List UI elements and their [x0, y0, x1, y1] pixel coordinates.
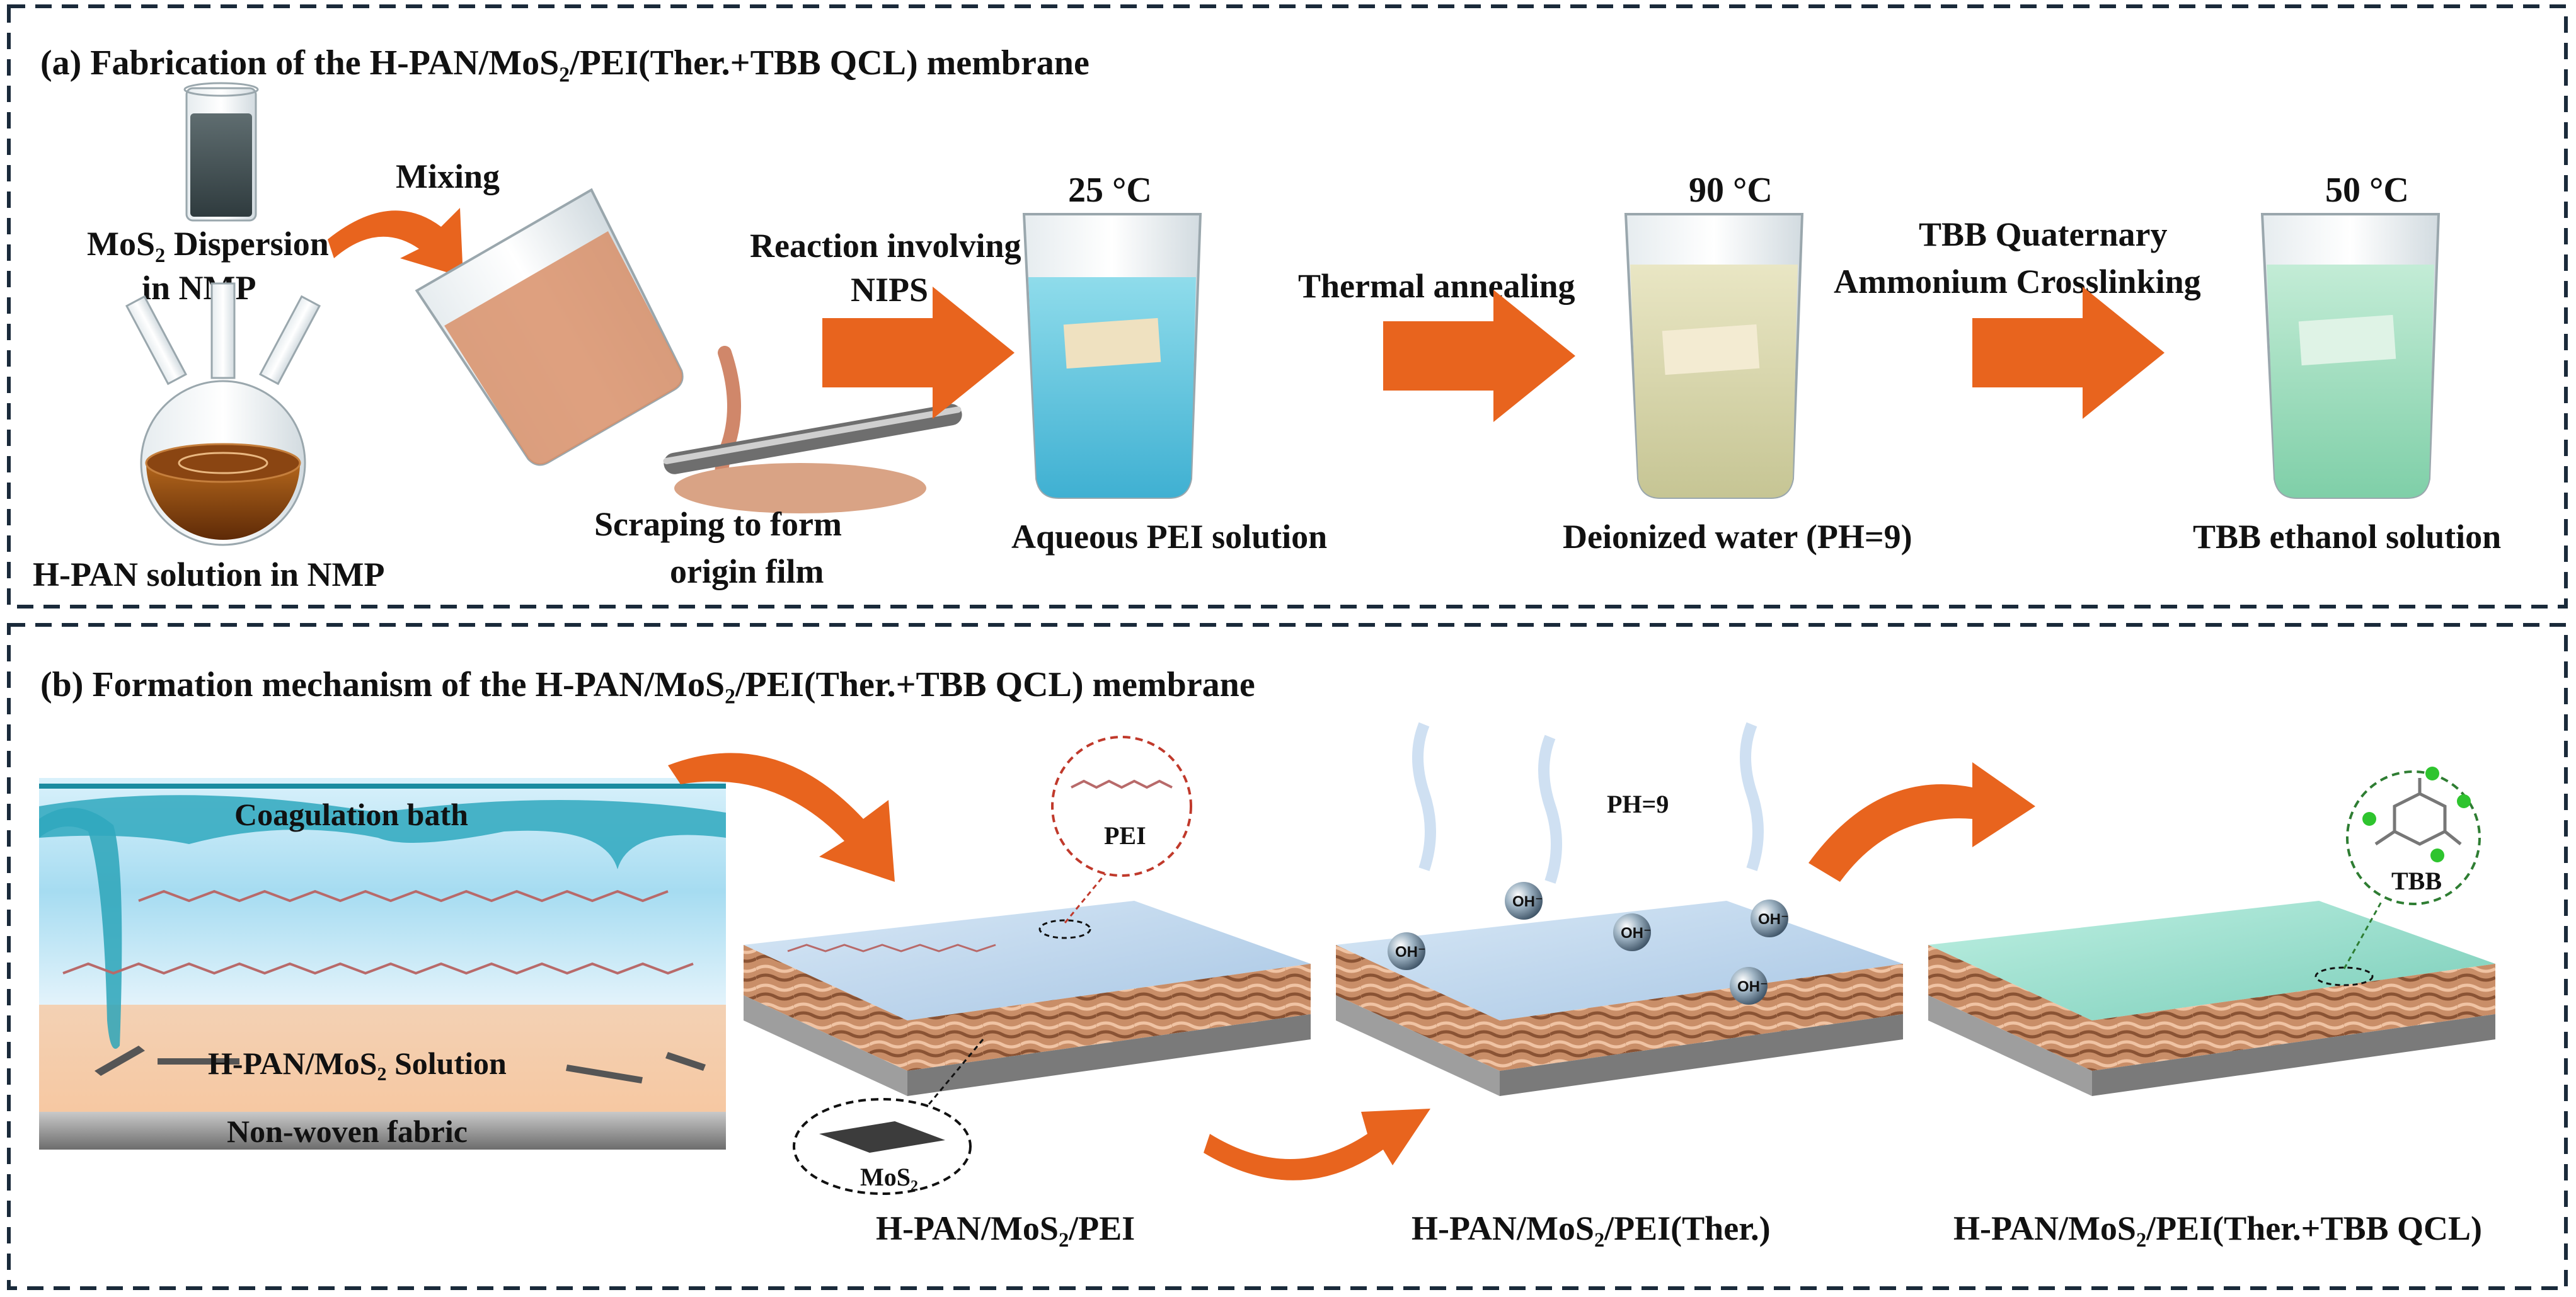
mos2-dispersion-label-2: in NMP — [142, 269, 256, 307]
curved-arrow-1 — [668, 753, 895, 882]
three-neck-flask — [125, 282, 321, 546]
oh-ion-2 — [1505, 882, 1543, 920]
mos2-callout — [793, 1039, 984, 1195]
temp-90: 90 °C — [1689, 171, 1773, 210]
pei-label: PEI — [1104, 821, 1146, 850]
nips-arrow — [822, 287, 1015, 419]
mos2-label: MoS₂ — [860, 1163, 918, 1191]
oh-ion-3 — [1613, 913, 1651, 951]
mos2-dispersion-label-1: MoS₂ Dispersion — [87, 225, 329, 263]
ph-label: PH=9 — [1607, 790, 1669, 818]
fabric-label: Non-woven fabric — [227, 1114, 468, 1149]
reaction-label-2: NIPS — [851, 271, 928, 309]
curved-arrow-3 — [1808, 762, 2035, 882]
panel-b-frame — [7, 623, 2568, 1290]
tbb-beaker — [2260, 213, 2441, 499]
water-beaker — [1624, 213, 1804, 499]
temp-50: 50 °C — [2325, 171, 2409, 210]
membrane-thermal-label: H-PAN/MoS₂/PEI(Ther.) — [1412, 1209, 1771, 1247]
hpan-solution-label: H-PAN solution in NMP — [33, 556, 385, 593]
thermal-label: Thermal annealing — [1298, 267, 1575, 305]
membrane-tbb — [1928, 901, 2495, 1096]
oh-ion-4 — [1751, 900, 1788, 937]
curved-arrow-2 — [1204, 1109, 1430, 1180]
tbb-callout — [2343, 767, 2481, 969]
mixing-label: Mixing — [396, 157, 500, 195]
oh-ion-5 — [1730, 967, 1768, 1005]
solution-label: H-PAN/MoS₂ Solution — [208, 1046, 507, 1081]
oh-ion-1 — [1388, 932, 1425, 970]
panel-a-frame — [7, 4, 2568, 609]
oh-label-4: OH⁻ — [1758, 911, 1789, 928]
mos2-sheets-cross — [95, 1046, 706, 1083]
coagulation-label: Coagulation bath — [234, 797, 468, 832]
temp-25: 25 °C — [1068, 171, 1152, 210]
water-label: Deionized water (PH=9) — [1563, 518, 1912, 556]
membrane-thermal — [1336, 722, 1903, 1096]
mixing-arrow — [328, 208, 463, 277]
membrane-tbb-label: H-PAN/MoS₂/PEI(Ther.+TBB QCL) — [1953, 1209, 2482, 1247]
oh-label-2: OH⁻ — [1512, 893, 1543, 910]
pei-solution-beaker — [1022, 213, 1202, 499]
pouring-beaker — [415, 188, 741, 498]
tbb-label: TBB — [2391, 867, 2442, 895]
scraping-label-1: Scraping to form — [594, 505, 842, 543]
oh-label-1: OH⁻ — [1395, 944, 1426, 961]
pei-solution-label: Aqueous PEI solution — [1011, 518, 1327, 556]
panel-b-title: (b) Formation mechanism of the H-PAN/MoS… — [40, 665, 1255, 704]
membrane-pei — [744, 901, 1311, 1096]
reaction-label-1: Reaction involving — [750, 227, 1021, 265]
cross-section — [39, 778, 726, 1150]
crosslink-label-1: TBB Quaternary — [1919, 215, 2168, 253]
oh-label-5: OH⁻ — [1737, 978, 1768, 995]
crosslink-label-2: Ammonium Crosslinking — [1834, 263, 2201, 300]
pei-chains-upper — [62, 889, 694, 975]
membrane-pei-label: H-PAN/MoS₂/PEI — [876, 1209, 1135, 1247]
panel-a-title: (a) Fabrication of the H-PAN/MoS₂/PEI(Th… — [40, 43, 1090, 83]
oh-label-3: OH⁻ — [1621, 925, 1652, 942]
crosslink-arrow — [1972, 287, 2165, 419]
scraping-label-2: origin film — [670, 552, 824, 590]
pei-callout — [1051, 736, 1192, 923]
mos2-dispersion-beaker — [183, 82, 259, 222]
thermal-arrow — [1383, 290, 1575, 422]
tbb-solution-label: TBB ethanol solution — [2193, 518, 2501, 556]
casting-film — [663, 404, 962, 513]
